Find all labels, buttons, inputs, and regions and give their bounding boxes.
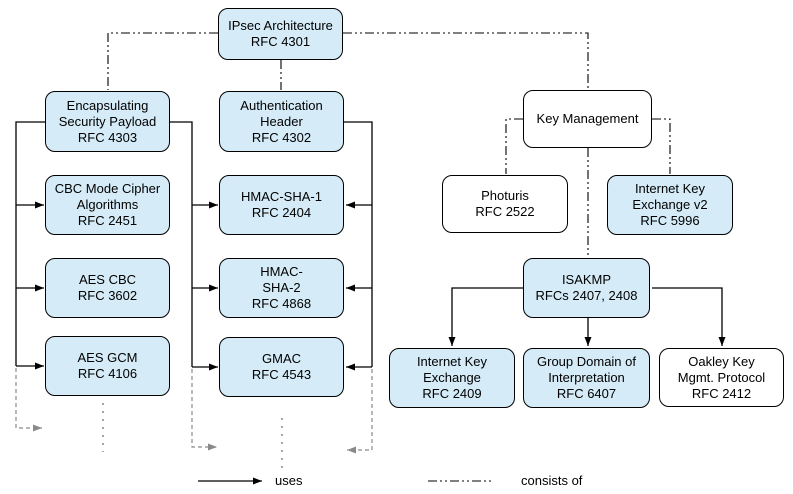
node-isakmp: ISAKMP RFCs 2407, 2408 xyxy=(523,258,650,318)
node-line: Group Domain of xyxy=(537,354,636,369)
rail-esp-left xyxy=(15,121,45,366)
node-encapsulating-security-payload: Encapsulating Security Payload RFC 4303 xyxy=(45,91,170,152)
node-line: RFC 2409 xyxy=(422,386,482,401)
node-line: Internet Key xyxy=(634,181,706,196)
rail-esp-right xyxy=(170,121,193,367)
node-line: Authentication xyxy=(240,97,323,113)
node-line: RFCs 2407, 2408 xyxy=(535,288,638,303)
node-hmac-sha-2: HMAC- SHA-2 RFC 4868 xyxy=(219,258,344,318)
node-line: RFC 3602 xyxy=(77,288,138,303)
node-line: Algorithms xyxy=(76,197,139,212)
node-line: HMAC-SHA-1 xyxy=(241,189,322,204)
node-internet-key-exchange: Internet Key Exchange RFC 2409 xyxy=(389,348,515,408)
node-line: Encapsulating xyxy=(66,97,149,113)
edge-consists-keymgmt-photuris xyxy=(505,118,523,174)
node-line: RFC 2522 xyxy=(475,204,535,219)
node-line: GMAC xyxy=(262,351,301,366)
edge-uses-isakmp-ike xyxy=(448,287,523,346)
node-line: RFC 2412 xyxy=(691,385,752,401)
node-line: Exchange v2 xyxy=(632,197,708,212)
node-photuris: Photuris RFC 2522 xyxy=(442,175,568,233)
node-aes-cbc: AES CBC RFC 3602 xyxy=(45,258,170,318)
edge-consists-keymgmt-ikev2 xyxy=(652,118,671,174)
continuation-arrow-left xyxy=(15,368,42,432)
node-line: RFC 4543 xyxy=(251,367,312,382)
node-line: Mgmt. Protocol xyxy=(677,369,766,385)
node-hmac-sha-1: HMAC-SHA-1 RFC 2404 xyxy=(219,175,344,235)
node-line: ISAKMP xyxy=(561,272,612,287)
node-line: RFC 2404 xyxy=(251,205,312,220)
node-line: RFC 6407 xyxy=(556,386,617,401)
node-line: Oakley Key xyxy=(688,353,755,369)
legend-uses-label: uses xyxy=(275,473,303,488)
node-authentication-header: Authentication Header RFC 4302 xyxy=(219,91,344,152)
node-oakley-key-mgmt-protocol: Oakley Key Mgmt. Protocol RFC 2412 xyxy=(659,348,784,407)
rail-ah-right xyxy=(344,121,373,367)
node-line: RFC 4303 xyxy=(77,129,138,145)
node-line: Key Management xyxy=(536,111,639,126)
node-line: AES CBC xyxy=(78,272,137,287)
node-line: RFC 5996 xyxy=(640,213,700,228)
node-line: Internet Key xyxy=(416,354,488,369)
node-line: Header xyxy=(260,113,303,129)
node-line: RFC 2451 xyxy=(77,213,138,228)
node-internet-key-exchange-v2: Internet Key Exchange v2 RFC 5996 xyxy=(607,175,733,235)
node-gmac: GMAC RFC 4543 xyxy=(219,337,344,397)
node-line: IPsec Architecture xyxy=(228,18,333,33)
node-ipsec-architecture: IPsec Architecture RFC 4301 xyxy=(218,8,343,60)
edge-uses-isakmp-oakley xyxy=(652,287,726,346)
edge-consists-ipsec-keymgmt xyxy=(343,32,589,89)
node-group-domain-of-interpretation: Group Domain of Interpretation RFC 6407 xyxy=(523,348,650,408)
node-line: SHA-2 xyxy=(262,280,301,295)
node-line: Interpretation xyxy=(548,370,625,385)
edge-consists-ipsec-esp xyxy=(107,32,218,90)
node-line: RFC 4301 xyxy=(250,34,311,49)
node-cbc-mode-cipher-algorithms: CBC Mode Cipher Algorithms RFC 2451 xyxy=(45,175,170,235)
node-line: Exchange xyxy=(423,370,481,385)
continuation-arrow-right xyxy=(347,369,373,454)
node-line: RFC 4302 xyxy=(251,129,312,145)
node-line: AES GCM xyxy=(77,350,138,365)
node-line: CBC Mode Cipher xyxy=(54,181,161,196)
node-line: Security Payload xyxy=(58,113,157,129)
node-line: Photuris xyxy=(481,188,529,203)
node-key-management: Key Management xyxy=(523,90,652,148)
node-line: RFC 4868 xyxy=(251,296,312,311)
legend-consists-of-label: consists of xyxy=(521,473,583,488)
node-aes-gcm: AES GCM RFC 4106 xyxy=(45,336,170,396)
node-line: HMAC- xyxy=(260,264,303,279)
node-line: RFC 4106 xyxy=(77,366,138,381)
continuation-arrow-middle xyxy=(191,369,217,451)
